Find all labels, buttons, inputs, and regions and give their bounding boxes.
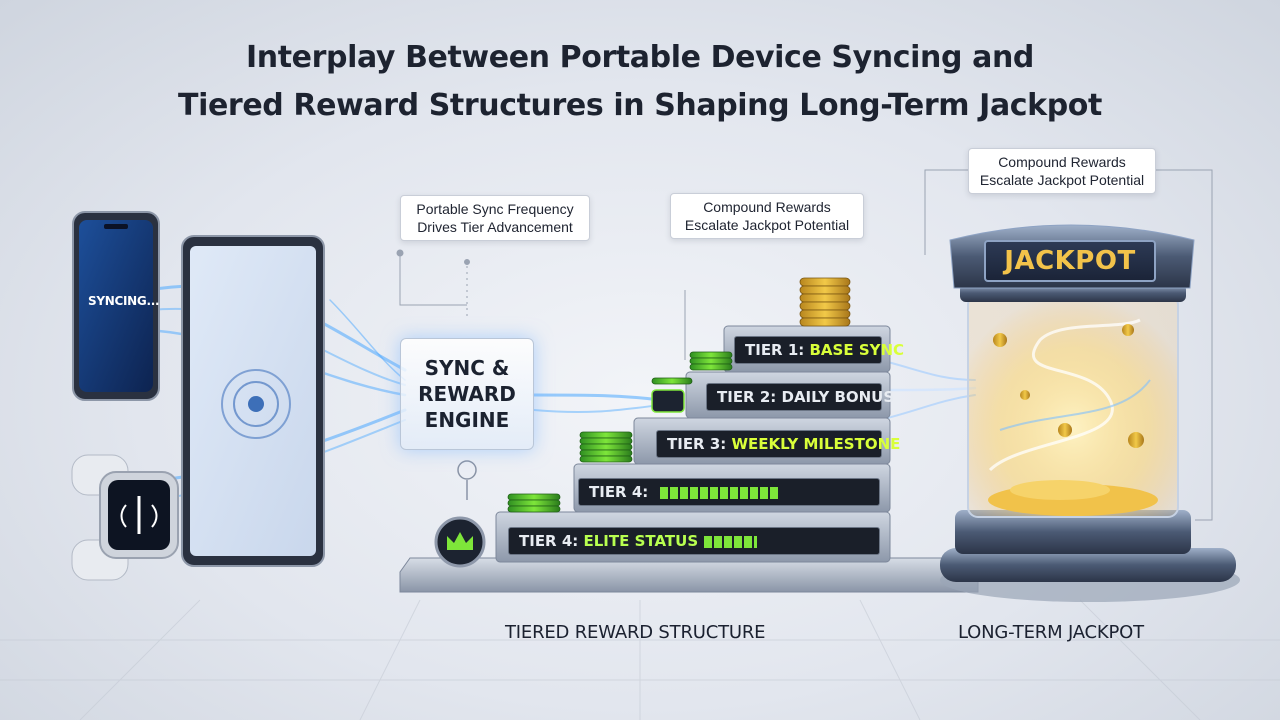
engine-line-1: SYNC &	[424, 356, 510, 380]
title-line-2: Tiered Reward Structures in Shaping Long…	[178, 88, 1102, 123]
gold-coin-stack	[799, 277, 851, 327]
callout-connectors	[396, 169, 1213, 521]
phone-syncing-text: SYNCING...	[88, 294, 160, 308]
tier-progress-bar	[704, 535, 758, 548]
callout-sync-frequency: Portable Sync Frequency Drives Tier Adva…	[400, 195, 590, 241]
engine-line-2: REWARD	[418, 382, 516, 406]
tier-prefix: TIER 4:	[589, 483, 654, 501]
callout-compound-top: Compound Rewards Escalate Jackpot Potent…	[968, 148, 1156, 194]
callout-line: Drives Tier Advancement	[417, 219, 573, 235]
callout-line: Compound Rewards	[703, 199, 831, 215]
smartwatch-device	[71, 454, 179, 581]
tier-progress-bar	[659, 486, 780, 499]
tier-name: WEEKLY MILESTONE	[731, 435, 901, 453]
callout-line: Escalate Jackpot Potential	[979, 172, 1145, 188]
section-label-tiered: TIERED REWARD STRUCTURE	[505, 622, 766, 643]
tier-name: BASE SYNC	[809, 341, 905, 359]
sync-reward-engine: SYNC & REWARD ENGINE	[400, 338, 534, 450]
engine-line-3: ENGINE	[424, 408, 510, 432]
tier-prefix: TIER 3:	[667, 435, 732, 453]
tier-3-label: TIER 3: WEEKLY MILESTONE	[656, 430, 900, 458]
floor-grid	[0, 599, 1280, 720]
title-line-1: Interplay Between Portable Device Syncin…	[246, 40, 1034, 75]
diagram-title: Interplay Between Portable Device Syncin…	[0, 34, 1280, 130]
tier-1-label: TIER 1: BASE SYNC	[734, 336, 904, 364]
cloud-sync-icon	[457, 460, 477, 500]
callout-line: Escalate Jackpot Potential	[684, 217, 850, 233]
tier-4-progress-label: TIER 4:	[578, 478, 880, 506]
tier-prefix: TIER 4:	[519, 532, 584, 550]
crown-badge	[434, 516, 486, 568]
small-phone-icon	[651, 389, 685, 413]
phone-device	[72, 211, 160, 401]
tablet-device	[181, 235, 325, 567]
tier-name: DAILY BONUS	[781, 388, 895, 406]
tier-prefix: TIER 1:	[745, 341, 810, 359]
tier-name: ELITE STATUS	[583, 532, 699, 550]
tier-4-elite-label: TIER 4: ELITE STATUS	[508, 527, 880, 555]
callout-compound-mid: Compound Rewards Escalate Jackpot Potent…	[670, 193, 864, 239]
callout-line: Portable Sync Frequency	[416, 201, 574, 217]
tier-prefix: TIER 2:	[717, 388, 782, 406]
section-label-jackpot: LONG-TERM JACKPOT	[958, 622, 1144, 643]
tier-2-label: TIER 2: DAILY BONUS	[706, 383, 894, 411]
jackpot-sign: JACKPOT	[984, 240, 1156, 282]
callout-line: Compound Rewards	[998, 154, 1126, 170]
green-coin-stacks	[507, 351, 733, 513]
